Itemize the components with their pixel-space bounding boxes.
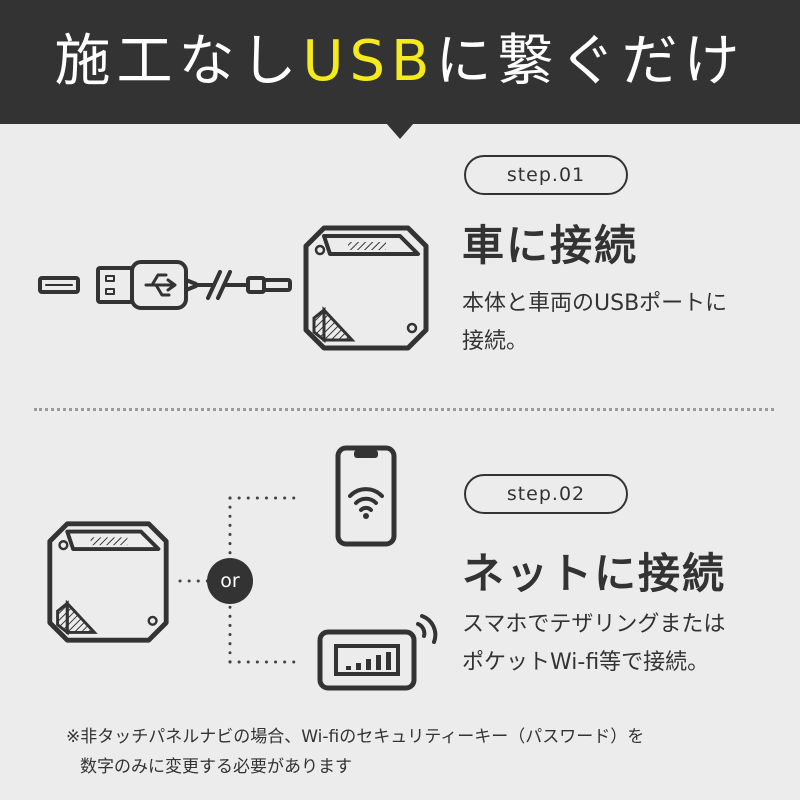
step-01-desc-line1: 本体と車両のUSBポートに — [462, 291, 728, 316]
step-02-title: ネットに接続 — [462, 549, 727, 598]
footnote: ※非タッチパネルナビの場合、Wi-fiのセキュリティーキー（パスワード）を 数字… — [66, 722, 766, 782]
page-title: 施工なしUSBに繋ぐだけ — [0, 26, 800, 98]
device-icon-step1 — [303, 225, 429, 351]
usb-cable-icon — [38, 260, 292, 310]
step-02-label: step.02 — [464, 474, 628, 514]
pocket-wifi-icon — [317, 614, 438, 691]
smartphone-wifi-icon — [335, 445, 397, 547]
step-01-description: 本体と車両のUSBポートに 接続。 — [462, 285, 782, 361]
step-01-desc-line2: 接続。 — [462, 329, 529, 354]
step-02-description: スマホでテザリングまたは ポケットWi-fi等で接続。 — [462, 606, 782, 682]
header-banner — [0, 0, 800, 124]
or-badge: or — [207, 558, 253, 604]
step-01-label: step.01 — [464, 155, 628, 195]
header-notch — [386, 123, 414, 139]
title-part2: に繋ぐだけ — [435, 29, 746, 94]
device-icon-step2 — [47, 521, 169, 643]
footnote-line2: 数字のみに変更する必要があります — [80, 757, 352, 777]
step-01-title: 車に接続 — [462, 221, 639, 270]
footnote-line1: ※非タッチパネルナビの場合、Wi-fiのセキュリティーキー（パスワード）を — [66, 727, 645, 747]
title-part1: 施工なし — [54, 29, 303, 94]
title-accent: USB — [302, 29, 436, 94]
section-divider — [34, 408, 774, 411]
step-02-desc-line1: スマホでテザリングまたは — [462, 612, 726, 637]
step-02-desc-line2: ポケットWi-fi等で接続。 — [462, 650, 710, 675]
